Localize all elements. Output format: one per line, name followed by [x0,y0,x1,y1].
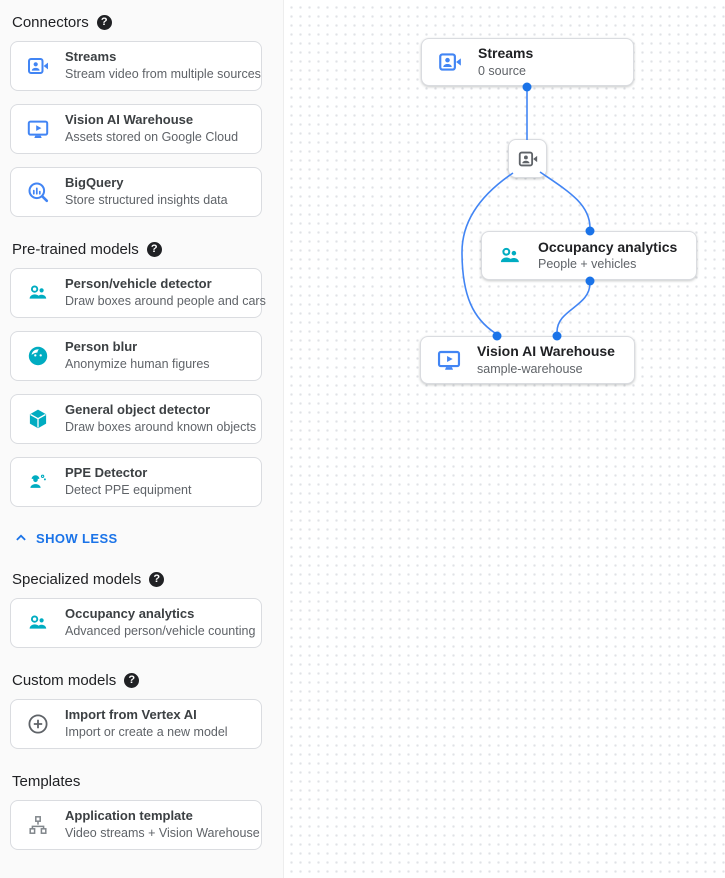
bigquery-icon [11,180,65,204]
section-header-templates: Templates [12,772,81,790]
card-streams[interactable]: Streams Stream video from multiple sourc… [10,41,262,91]
node-title: Occupancy analytics [538,238,678,255]
people-icon [482,243,538,269]
chevron-up-icon [12,529,30,547]
node-title: Vision AI Warehouse [477,343,615,360]
card-import-from-vertex-ai[interactable]: Import from Vertex AI Import or create a… [10,699,262,749]
section-header-pretrained-models: Pre-trained models ? [12,239,283,259]
section-header-connectors: Connectors ? [12,12,283,32]
node-title: Streams [478,45,534,62]
card-application-template[interactable]: Application template Video streams + Vis… [10,800,262,850]
warehouse-icon [11,117,65,141]
org-tree-icon [11,813,65,837]
component-sidebar: Connectors ? Streams Stream video from m… [0,0,284,878]
canvas-node-occupancy-analytics[interactable]: Occupancy analytics People + vehicles [481,231,697,280]
circle-plus-icon [11,712,65,736]
people-icon [11,611,65,635]
streams-icon [11,54,65,78]
cube-icon [11,407,65,431]
card-person-vehicle-detector[interactable]: Person/vehicle detector Draw boxes aroun… [10,268,266,318]
warehouse-icon [421,347,477,373]
card-person-blur[interactable]: Person blur Anonymize human figures [10,331,262,381]
section-header-specialized-models: Specialized models ? [12,569,283,589]
video-camera-icon [422,49,478,75]
people-icon [11,281,65,305]
show-less-button[interactable]: SHOW LESS [12,529,283,547]
canvas-node-vision-ai-warehouse[interactable]: Vision AI Warehouse sample-warehouse [420,336,635,384]
card-occupancy-analytics[interactable]: Occupancy analytics Advanced person/vehi… [10,598,262,648]
graph-canvas[interactable]: Streams 0 source Occupancy analytics Peo… [284,0,725,878]
canvas-node-camera[interactable] [508,139,547,178]
canvas-node-streams[interactable]: Streams 0 source [421,38,634,86]
help-icon[interactable]: ? [149,571,165,587]
node-subtitle: 0 source [478,63,526,78]
face-blur-icon [11,344,65,368]
help-icon[interactable]: ? [146,241,162,257]
card-bigquery[interactable]: BigQuery Store structured insights data [10,167,262,217]
video-camera-icon [517,148,539,170]
help-icon[interactable]: ? [96,14,112,30]
section-header-custom-models: Custom models ? [12,670,283,690]
help-icon[interactable]: ? [124,672,140,688]
node-subtitle: People + vehicles [538,257,637,272]
card-general-object-detector[interactable]: General object detector Draw boxes aroun… [10,394,262,444]
node-subtitle: sample-warehouse [477,361,583,376]
card-ppe-detector[interactable]: PPE Detector Detect PPE equipment [10,457,262,507]
card-vision-ai-warehouse[interactable]: Vision AI Warehouse Assets stored on Goo… [10,104,262,154]
ppe-icon [11,470,65,494]
